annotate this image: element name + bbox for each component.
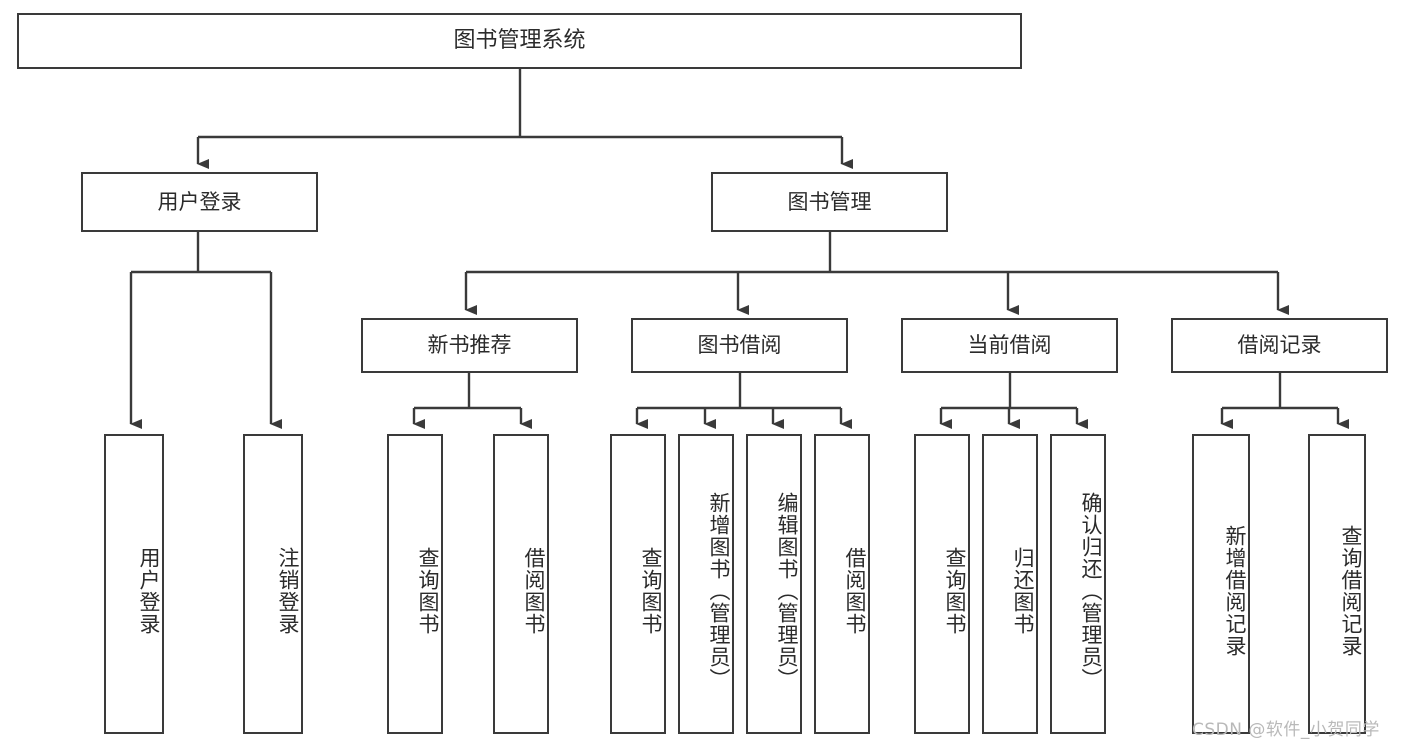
node-leaf-confirm-return[interactable]: 确认归还（管理员） (1050, 434, 1106, 734)
csdn-watermark: CSDN @软件_小贺同学 (1192, 720, 1380, 740)
node-current-borrow[interactable]: 当前借阅 (901, 318, 1118, 373)
node-leaf-query-book-1[interactable]: 查询图书 (387, 434, 443, 734)
node-leaf-query-book-3[interactable]: 查询图书 (914, 434, 970, 734)
node-leaf-return-book[interactable]: 归还图书 (982, 434, 1038, 734)
node-user-login[interactable]: 用户登录 (81, 172, 318, 232)
node-leaf-edit-book-label: 编辑图书（管理员） (775, 492, 799, 690)
node-leaf-query-book-1-label: 查询图书 (416, 547, 440, 635)
node-leaf-query-record-label: 查询借阅记录 (1339, 525, 1363, 657)
node-leaf-query-book-3-label: 查询图书 (943, 547, 967, 635)
node-leaf-borrow-book-2-label: 借阅图书 (843, 547, 867, 635)
node-user-login-label: 用户登录 (157, 189, 242, 214)
node-leaf-confirm-return-label: 确认归还（管理员） (1079, 492, 1103, 690)
node-new-book-recommend-label: 新书推荐 (427, 333, 512, 358)
node-leaf-add-record-label: 新增借阅记录 (1223, 525, 1247, 657)
node-root[interactable]: 图书管理系统 (17, 13, 1022, 69)
node-book-manage[interactable]: 图书管理 (711, 172, 948, 232)
node-borrow-record[interactable]: 借阅记录 (1171, 318, 1388, 373)
node-leaf-borrow-book-1[interactable]: 借阅图书 (493, 434, 549, 734)
node-leaf-user-login-label: 用户登录 (137, 547, 161, 635)
node-leaf-query-record[interactable]: 查询借阅记录 (1308, 434, 1366, 734)
node-leaf-add-book[interactable]: 新增图书（管理员） (678, 434, 734, 734)
node-leaf-query-book-2[interactable]: 查询图书 (610, 434, 666, 734)
node-leaf-user-logout[interactable]: 注销登录 (243, 434, 303, 734)
node-leaf-user-login[interactable]: 用户登录 (104, 434, 164, 734)
node-book-manage-label: 图书管理 (787, 189, 872, 214)
node-root-label: 图书管理系统 (453, 28, 586, 54)
node-leaf-borrow-book-2[interactable]: 借阅图书 (814, 434, 870, 734)
node-leaf-edit-book[interactable]: 编辑图书（管理员） (746, 434, 802, 734)
node-leaf-return-book-label: 归还图书 (1011, 547, 1035, 635)
node-leaf-borrow-book-1-label: 借阅图书 (522, 547, 546, 635)
node-leaf-user-logout-label: 注销登录 (276, 547, 300, 635)
node-book-borrow[interactable]: 图书借阅 (631, 318, 848, 373)
node-current-borrow-label: 当前借阅 (967, 333, 1052, 358)
node-borrow-record-label: 借阅记录 (1237, 333, 1322, 358)
node-new-book-recommend[interactable]: 新书推荐 (361, 318, 578, 373)
node-book-borrow-label: 图书借阅 (697, 333, 782, 358)
node-leaf-add-book-label: 新增图书（管理员） (707, 492, 731, 690)
node-leaf-query-book-2-label: 查询图书 (639, 547, 663, 635)
node-leaf-add-record[interactable]: 新增借阅记录 (1192, 434, 1250, 734)
